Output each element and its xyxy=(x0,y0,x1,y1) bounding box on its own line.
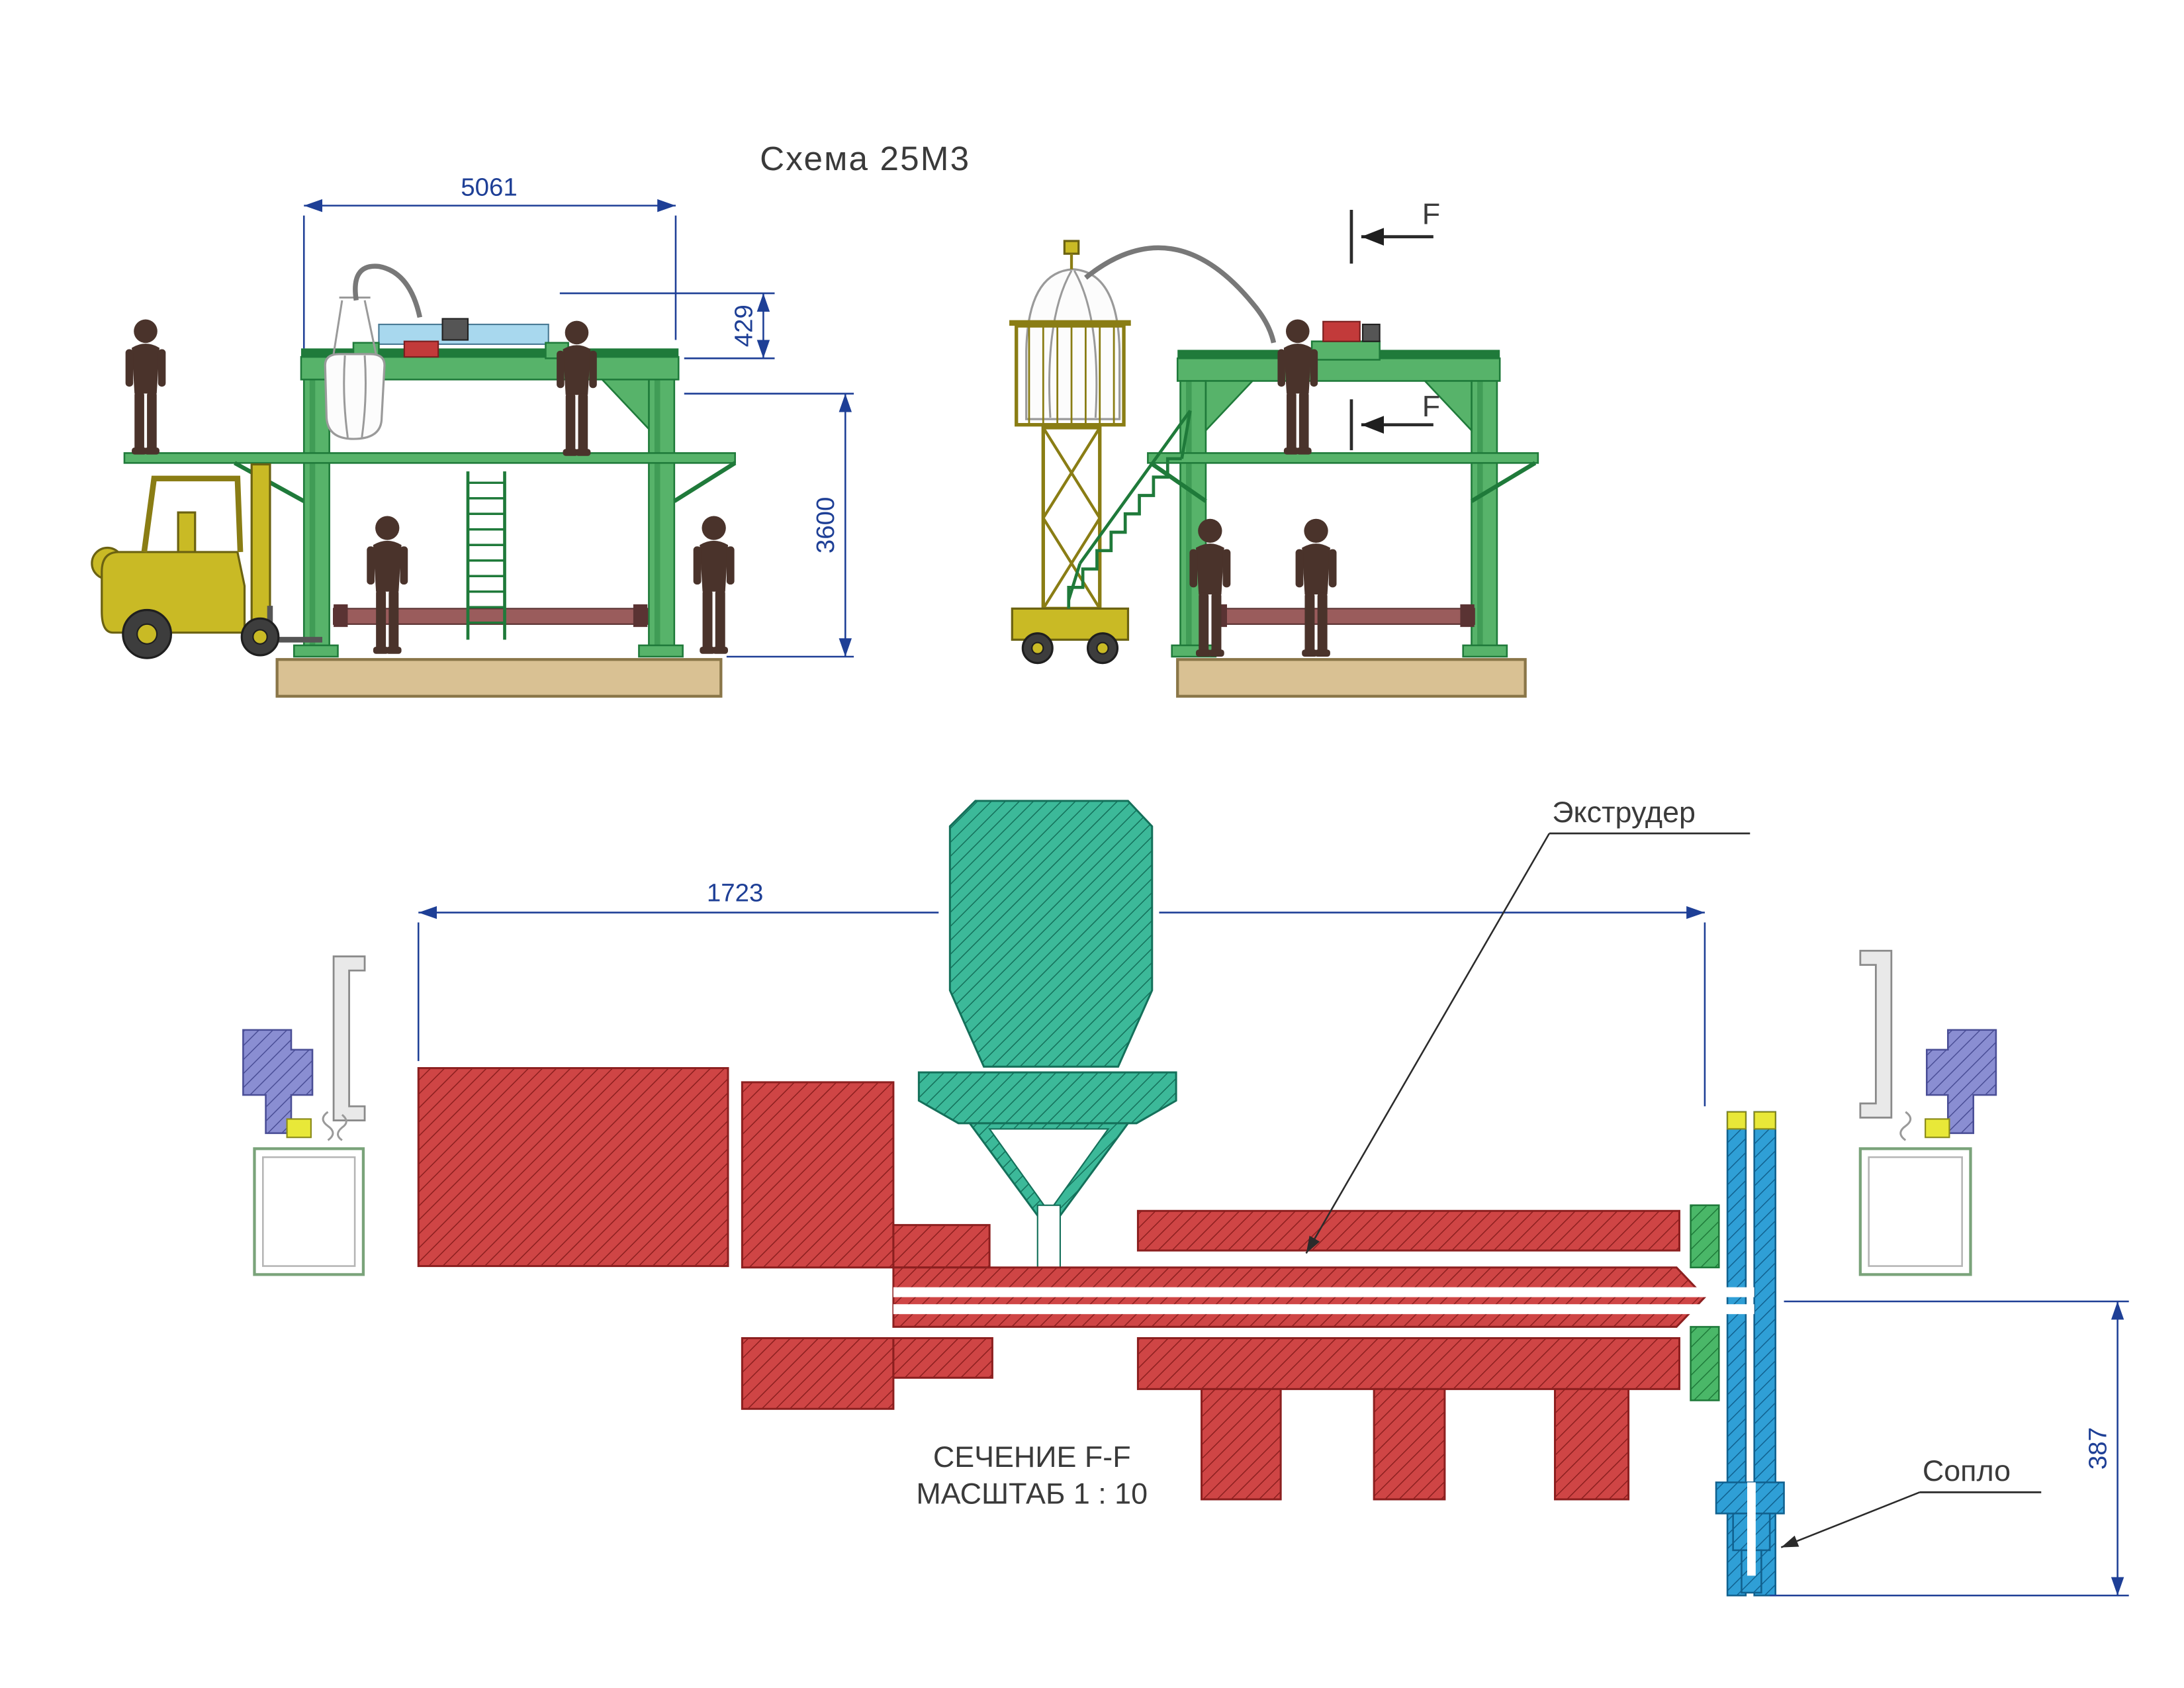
lift-mast xyxy=(1041,426,1102,611)
dim-length-text: 1723 xyxy=(707,879,764,908)
dim-width-text: 5061 xyxy=(461,173,518,202)
side-elevation-view: 5061 429 3600 xyxy=(91,173,854,698)
dimension-width-5061: 5061 xyxy=(302,173,677,349)
section-caption-line2: МАСШТАБ 1 : 10 xyxy=(916,1476,1148,1510)
end-elevation-view: F F xyxy=(1009,197,1539,698)
left-column xyxy=(302,379,330,649)
barrel-foot xyxy=(1373,1387,1446,1501)
nozzle-assembly xyxy=(1715,1111,1785,1597)
nozzle-label-text: Сопло xyxy=(1923,1454,2011,1487)
forklift-guard xyxy=(141,475,244,553)
clamp-bracket xyxy=(242,1029,314,1135)
dimension-nozzle-387: 387 xyxy=(1770,1300,2129,1597)
forklift-body xyxy=(101,551,246,634)
dim-offset-text: 429 xyxy=(729,305,758,347)
worker-figure xyxy=(125,319,166,455)
feed-hose xyxy=(1084,245,1277,344)
forklift xyxy=(91,463,322,659)
section-marker-top: F xyxy=(1349,197,1440,264)
top-beam xyxy=(1176,357,1501,382)
worker-figure xyxy=(1277,319,1318,455)
label-extruder: Экструдер xyxy=(1305,795,1751,1254)
hopper-flange xyxy=(917,1071,1177,1125)
section-letter: F xyxy=(1422,197,1440,230)
worker-figure xyxy=(693,516,735,654)
carriage-motor xyxy=(1322,320,1361,342)
rail-clamp-left xyxy=(242,955,366,1276)
drawing-title: Схема 25М3 xyxy=(760,140,970,177)
extruder-label-text: Экструдер xyxy=(1552,795,1696,829)
ground-slab xyxy=(1176,658,1527,698)
access-ladder xyxy=(466,471,506,640)
section-caption-line1: СЕЧЕНИЕ F-F xyxy=(933,1440,1131,1474)
section-view: 1723 xyxy=(242,795,2129,1597)
rail-channel xyxy=(332,955,366,1121)
barrel-foot xyxy=(1554,1387,1630,1501)
gantry-carriage-side xyxy=(352,318,569,359)
barrel-top-wall xyxy=(1136,1209,1680,1252)
gantry-frame-end xyxy=(1147,320,1539,658)
drive-block xyxy=(417,1067,729,1268)
carriage-motor xyxy=(403,340,439,358)
section-caption: СЕЧЕНИЕ F-F МАСШТАБ 1 : 10 xyxy=(916,1440,1148,1511)
material-hopper xyxy=(917,800,1177,1272)
section-marker-bottom: F xyxy=(1349,389,1440,451)
rail-channel xyxy=(1859,949,1893,1119)
barrel-foot xyxy=(1201,1387,1282,1501)
walkway-deck xyxy=(1147,452,1539,464)
rail-box xyxy=(253,1147,365,1276)
label-nozzle: Сопло xyxy=(1780,1454,2042,1548)
section-letter: F xyxy=(1422,389,1440,423)
dim-nozzle-text: 387 xyxy=(2084,1427,2113,1470)
bore-channel xyxy=(893,1287,1756,1576)
worker-figure xyxy=(367,516,408,654)
dimension-height-3600: 3600 xyxy=(684,393,854,658)
dimension-offset-429: 429 xyxy=(559,292,775,359)
worker-figure xyxy=(1295,518,1337,657)
material-bag-end xyxy=(1025,268,1121,420)
clamp-bracket xyxy=(1925,1029,1997,1135)
walkway-deck xyxy=(123,452,736,464)
stairs xyxy=(1067,409,1192,609)
feed-housing-lower xyxy=(741,1337,895,1410)
dim-height-text: 3600 xyxy=(811,497,840,554)
feed-hose xyxy=(353,263,423,318)
material-bag-side xyxy=(324,263,423,440)
coupler-brackets xyxy=(1690,1204,1720,1401)
rail-box xyxy=(1858,1147,1972,1276)
dimension-length-1723: 1723 xyxy=(417,879,1706,1107)
feed-housing-upper xyxy=(741,1081,895,1269)
hopper-body xyxy=(948,800,1154,1068)
worker-figure xyxy=(557,320,597,456)
right-column xyxy=(1471,380,1498,649)
right-column xyxy=(648,379,676,649)
print-bed-beam xyxy=(1212,608,1475,625)
rail-clamp-right xyxy=(1858,949,1997,1276)
barrel-bottom-wall xyxy=(1136,1337,1680,1390)
ground-slab xyxy=(275,658,723,698)
